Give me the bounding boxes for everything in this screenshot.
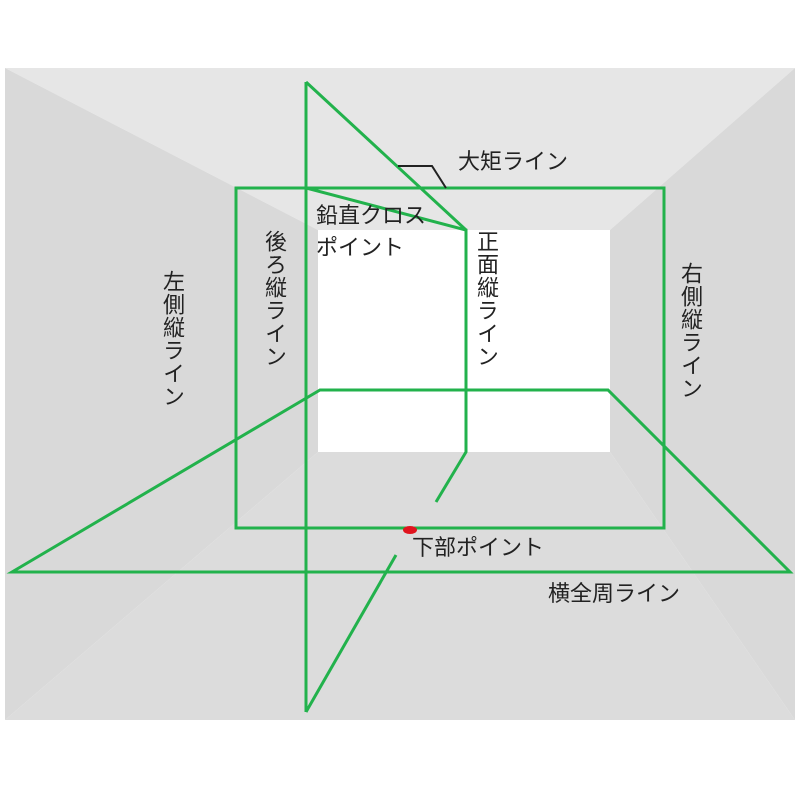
bottom-point-marker [403, 526, 417, 534]
label-horizontal-full-line: 横全周ライン [548, 582, 681, 607]
horizontal-full-line [6, 388, 794, 574]
label-bottom-point: 下部ポイント [412, 536, 545, 561]
label-left-vertical-line: 左側縦ライン [159, 270, 184, 408]
back-wall-surface [318, 230, 610, 452]
label-front-vertical-line: 正面縦ライン [473, 230, 498, 368]
label-right-vertical-line: 右側縦ライン [677, 262, 702, 400]
label-square-line: 大矩ライン [458, 150, 569, 175]
plumb-line-diagonal [304, 80, 468, 232]
left-wall-surface [5, 68, 318, 720]
floor-surface [5, 452, 795, 720]
vertical-line-loop [234, 186, 666, 530]
leader-line [398, 165, 447, 189]
label-rear-vertical-line: 後ろ縦ライン [261, 230, 286, 368]
plumb-line-lower-diagonal [304, 554, 398, 713]
right-wall-surface [610, 68, 795, 720]
label-plumb-cross-point-2: ポイント [316, 236, 405, 261]
label-plumb-cross-point-1: 鉛直クロス [316, 204, 427, 229]
